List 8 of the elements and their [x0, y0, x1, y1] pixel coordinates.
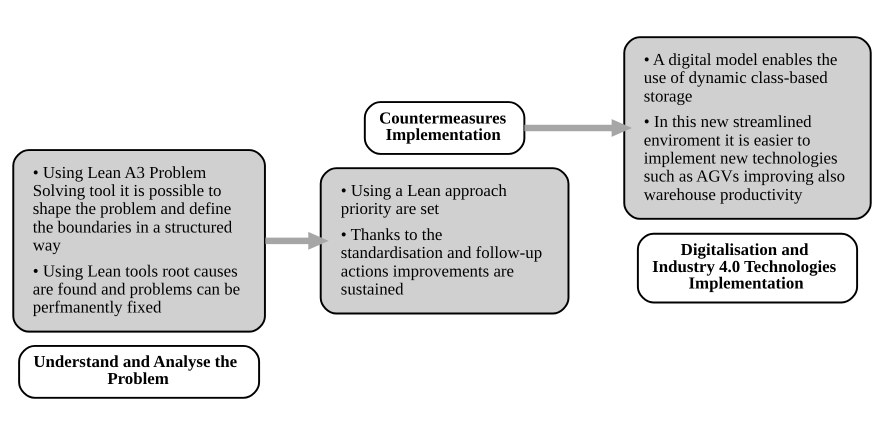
node-box: • A digital model enables the use of dynamic class-based storage • In this new streamlined enviroment it is easier to implement new technologies such as AGVs improving also warehouse productivity	[623, 36, 872, 220]
arrow	[524, 118, 632, 136]
arrow	[265, 231, 329, 250]
node-box: Digitalisation and Industry 4.0 Technologies Implementation	[636, 232, 858, 303]
node-box: • Using a Lean approach priority are set • Thanks to the standardisation and follow-up actions improvements are sustained	[320, 166, 570, 314]
node-box: • Using Lean A3 Problem Solving tool it is possible to shape the problem and define the boundaries in a structured way • Using Lean tools root causes are found and problems can be perfmanently fixed	[12, 148, 266, 332]
node-box: Understand and Analyse the Problem	[18, 344, 260, 398]
node-box: Countermeasures Implementation	[364, 100, 526, 154]
